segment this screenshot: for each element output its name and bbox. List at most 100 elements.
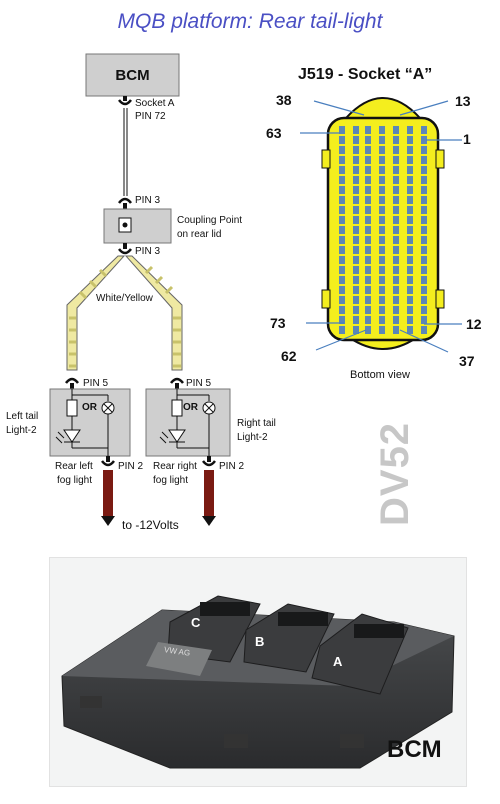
wiring-diagram xyxy=(49,53,462,526)
connector-pin xyxy=(421,156,427,164)
connector-pin xyxy=(353,186,359,194)
connector-pin xyxy=(393,206,399,214)
connector-pin xyxy=(421,306,427,314)
connector-pin xyxy=(421,266,427,274)
connector-pin xyxy=(407,146,413,154)
connector-pin xyxy=(421,166,427,174)
bcm-module-illustration xyxy=(61,595,455,769)
rear-right-fog-label: Rear right xyxy=(153,461,197,472)
connector-pin xyxy=(407,196,413,204)
bcm-photo: C B A VW AG BCM xyxy=(49,557,467,787)
connector-pin xyxy=(353,246,359,254)
connector-pin xyxy=(407,326,413,334)
connector-pin xyxy=(339,166,345,174)
connector-pin xyxy=(339,286,345,294)
pin-37-label: 37 xyxy=(459,353,475,369)
rear-right-fog-label-2: fog light xyxy=(153,475,189,486)
connector-pin xyxy=(421,176,427,184)
connector-pin xyxy=(393,266,399,274)
connector-a-label: A xyxy=(333,654,343,669)
connector-pin xyxy=(353,236,359,244)
coupling-point-label-2: on rear lid xyxy=(177,229,222,240)
connector-pin xyxy=(407,126,413,134)
pin72-label: PIN 72 xyxy=(135,111,166,122)
connector-pin xyxy=(353,126,359,134)
connector-pin xyxy=(407,246,413,254)
connector-pin xyxy=(353,136,359,144)
connector-pin xyxy=(365,316,371,324)
ground-label: to -12Volts xyxy=(122,518,179,532)
connector-pin xyxy=(393,246,399,254)
connector-pin xyxy=(393,146,399,154)
connector-pin xyxy=(379,266,385,274)
connector-pin xyxy=(365,256,371,264)
coupling-point-label: Coupling Point xyxy=(177,215,243,226)
rear-left-fog-label: Rear left xyxy=(55,461,93,472)
connector-pin xyxy=(379,246,385,254)
rear-left-fog-label-2: fog light xyxy=(57,475,93,486)
or-right-label: OR xyxy=(183,402,198,413)
connector-pin xyxy=(353,226,359,234)
connector-pin xyxy=(379,186,385,194)
connector-pin xyxy=(365,196,371,204)
pin3-bottom-connector-icon xyxy=(118,243,132,255)
connector-pin xyxy=(339,276,345,284)
bcm-box-label: BCM xyxy=(115,66,150,84)
pin5-left-label: PIN 5 xyxy=(83,378,109,389)
connector-pin xyxy=(365,296,371,304)
connector-pin xyxy=(407,206,413,214)
pin-1-label: 1 xyxy=(463,131,471,147)
connector-pin xyxy=(365,236,371,244)
connector-pin xyxy=(353,146,359,154)
connector-pin xyxy=(353,326,359,334)
connector-pin xyxy=(339,226,345,234)
connector-pin xyxy=(407,296,413,304)
connector-pin xyxy=(353,296,359,304)
connector-pin xyxy=(365,156,371,164)
bcm-box xyxy=(85,53,180,97)
connector-pin xyxy=(407,236,413,244)
connector-pin xyxy=(393,186,399,194)
connector-pin xyxy=(365,306,371,314)
connector-title: J519 - Socket “A” xyxy=(298,66,433,83)
connector-pin xyxy=(353,316,359,324)
connector-pin xyxy=(379,146,385,154)
connector-pin xyxy=(393,126,399,134)
connector-pin xyxy=(421,216,427,224)
page-title: MQB platform: Rear tail-light xyxy=(117,10,383,33)
connector-pin xyxy=(379,226,385,234)
connector-pin xyxy=(421,246,427,254)
connector-pin xyxy=(393,176,399,184)
connector-pin xyxy=(339,266,345,274)
connector-pin xyxy=(365,176,371,184)
connector-pin xyxy=(339,236,345,244)
connector-pin xyxy=(379,236,385,244)
pin5-right-connector-icon xyxy=(170,377,184,389)
connector-pin xyxy=(339,216,345,224)
connector-pin xyxy=(379,276,385,284)
connector-pin xyxy=(379,216,385,224)
connector-pin xyxy=(393,286,399,294)
connector-pin xyxy=(339,186,345,194)
connector-pin xyxy=(407,186,413,194)
j519-socket-a-connector xyxy=(321,97,445,350)
wire-color-label: White/Yellow xyxy=(96,293,153,304)
connector-pin xyxy=(339,156,345,164)
connector-pin xyxy=(365,266,371,274)
connector-pin xyxy=(339,136,345,144)
connector-pin xyxy=(353,196,359,204)
connector-pin xyxy=(339,146,345,154)
connector-pin xyxy=(379,306,385,314)
ground-wires xyxy=(101,470,216,526)
connector-pin xyxy=(421,206,427,214)
right-tail-label: Right tail xyxy=(237,418,276,429)
dv52-watermark: DV52 xyxy=(373,421,417,526)
connector-pin xyxy=(339,306,345,314)
pin-12-label: 12 xyxy=(466,316,482,332)
left-tail-label: Left tail xyxy=(6,411,39,422)
pin2-left-connector-icon xyxy=(101,456,115,467)
connector-pin xyxy=(365,286,371,294)
connector-pin xyxy=(353,176,359,184)
bcm-photo-caption: BCM xyxy=(387,736,442,763)
connector-pin xyxy=(421,126,427,134)
